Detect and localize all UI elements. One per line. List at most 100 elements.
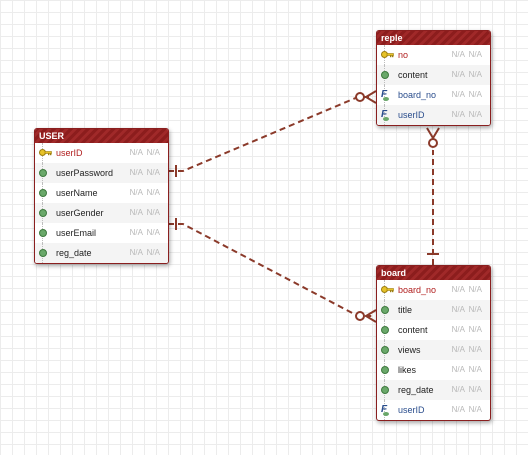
column-type: N/A [451, 285, 465, 294]
column-name: userPassword [56, 168, 114, 178]
column-dot-icon [381, 366, 389, 374]
column-name: content [398, 325, 428, 335]
relationship-user-board[interactable] [168, 223, 373, 317]
column-attr: N/A [468, 345, 482, 354]
column-attr: N/A [146, 148, 160, 157]
many-mark-user-reple [364, 90, 377, 104]
column-name: userID [398, 110, 425, 120]
column-attr: N/A [468, 405, 482, 414]
column-type: N/A [451, 305, 465, 314]
column-type: N/A [129, 228, 143, 237]
column-attr: N/A [468, 325, 482, 334]
column-dot-icon [39, 209, 47, 217]
column-dot-icon [39, 229, 47, 237]
column-type: N/A [451, 50, 465, 59]
column-attr: N/A [146, 208, 160, 217]
column-type: N/A [451, 70, 465, 79]
column-type: N/A [451, 90, 465, 99]
column-attr: N/A [468, 365, 482, 374]
column-type: N/A [129, 148, 143, 157]
column-type: N/A [129, 168, 143, 177]
column-dot-icon [381, 386, 389, 394]
column-attr: N/A [468, 385, 482, 394]
many-mark-user-board [364, 309, 377, 323]
column-name: userEmail [56, 228, 97, 238]
column-dot-icon [381, 326, 389, 334]
row-rail [384, 85, 385, 105]
many-mark-board-reple [426, 127, 440, 140]
foreign-key-icon: F [381, 405, 392, 416]
key-icon [39, 148, 52, 158]
key-icon [381, 50, 394, 60]
column-type: N/A [129, 208, 143, 217]
zero-mark-user-reple [355, 92, 365, 102]
column-type: N/A [129, 248, 143, 257]
column-dot-icon [381, 346, 389, 354]
column-name: board_no [398, 285, 437, 295]
column-name: content [398, 70, 428, 80]
relationship-user-reple[interactable] [168, 96, 373, 172]
column-name: reg_date [398, 385, 434, 395]
column-name: board_no [398, 90, 437, 100]
row-rail [384, 400, 385, 420]
zero-mark-user-board [355, 311, 365, 321]
column-attr: N/A [468, 50, 482, 59]
column-dot-icon [381, 71, 389, 79]
column-attr: N/A [146, 168, 160, 177]
column-attr: N/A [468, 305, 482, 314]
foreign-key-icon: F [381, 110, 392, 121]
column-type: N/A [451, 110, 465, 119]
column-type: N/A [451, 405, 465, 414]
entity-title: board [377, 266, 490, 280]
column-type: N/A [451, 385, 465, 394]
column-type: N/A [129, 188, 143, 197]
column-name: userName [56, 188, 98, 198]
column-dot-icon [39, 189, 47, 197]
column-name: views [398, 345, 421, 355]
foreign-key-icon: F [381, 90, 392, 101]
column-type: N/A [451, 345, 465, 354]
column-name: userID [56, 148, 83, 158]
entity-title: USER [35, 129, 168, 143]
column-attr: N/A [468, 90, 482, 99]
column-name: no [398, 50, 409, 60]
row-rail [384, 105, 385, 125]
column-name: reg_date [56, 248, 92, 258]
column-dot-icon [39, 249, 47, 257]
column-attr: N/A [468, 110, 482, 119]
zero-mark-board-reple [428, 138, 438, 148]
column-dot-icon [381, 306, 389, 314]
column-name: userID [398, 405, 425, 415]
column-name: title [398, 305, 413, 315]
entity-title: reple [377, 31, 490, 45]
column-attr: N/A [146, 228, 160, 237]
column-attr: N/A [146, 248, 160, 257]
column-attr: N/A [468, 70, 482, 79]
column-dot-icon [39, 169, 47, 177]
column-type: N/A [451, 325, 465, 334]
column-name: likes [398, 365, 417, 375]
column-attr: N/A [146, 188, 160, 197]
key-icon [381, 285, 394, 295]
